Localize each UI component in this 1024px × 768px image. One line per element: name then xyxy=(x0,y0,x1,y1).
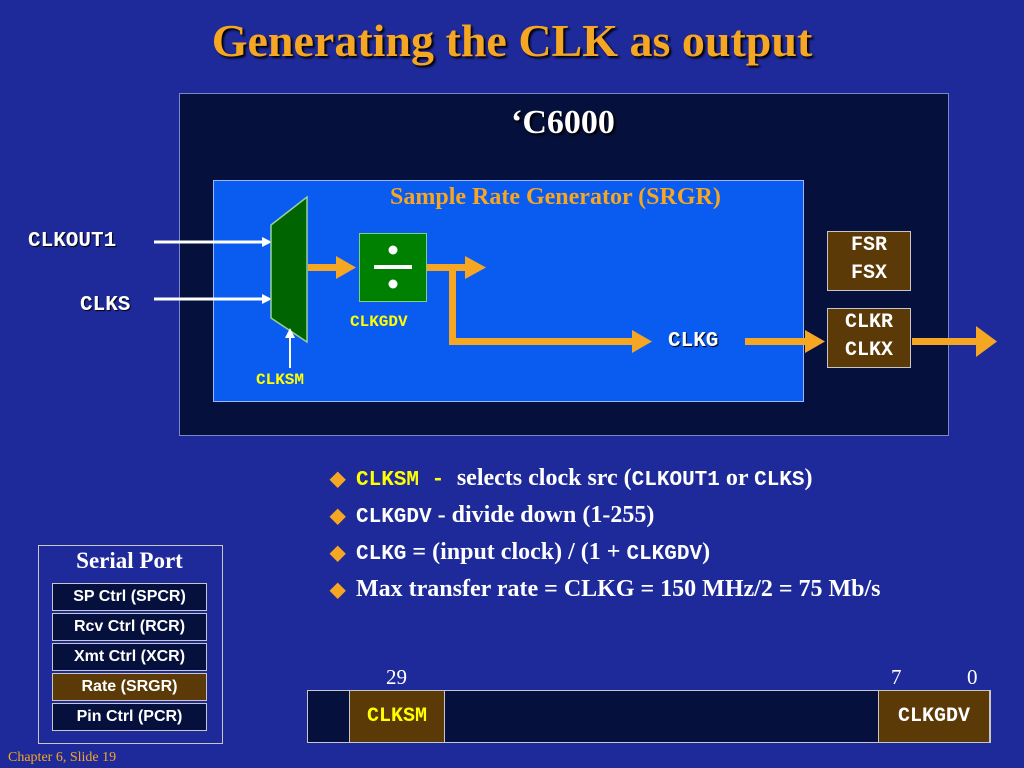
serial-port-panel xyxy=(38,545,223,744)
bullet-text: selects clock src ( xyxy=(456,465,632,491)
bullet-text: or xyxy=(719,465,755,491)
diamond-bullet-icon: ◆ xyxy=(330,579,346,601)
bit-number-29: 29 xyxy=(386,665,407,689)
clkout1-arrow xyxy=(154,237,272,247)
bullet-term: CLKG xyxy=(356,543,407,566)
clkgdv-label: CLKGDV xyxy=(350,313,408,331)
sp-item-pcr: Pin Ctrl (PCR) xyxy=(52,703,207,731)
bullet-term: CLKOUT1 xyxy=(631,469,720,492)
mux-to-divider-arrow xyxy=(308,256,356,279)
bullet-text: = (input clock) / (1 + xyxy=(406,539,627,565)
bullet-list: ◆ CLKSM - selects clock src (CLKOUT1 or C… xyxy=(330,463,881,611)
bullet-text: - divide down (1-255) xyxy=(431,502,655,528)
srgr-label: Sample Rate Generator (SRGR) xyxy=(390,184,721,210)
divide-icon xyxy=(374,245,412,289)
clksm-label: CLKSM xyxy=(256,371,305,389)
sp-item-spcr: SP Ctrl (SPCR) xyxy=(52,583,207,611)
serial-port-title: Serial Port xyxy=(76,548,183,573)
slide-footer: Chapter 6, Slide 19 xyxy=(8,750,117,765)
divider-out-arrow xyxy=(427,256,652,353)
processor-label: ‘C6000 xyxy=(511,104,615,141)
bullet-text: ) xyxy=(804,465,813,491)
bullet-term: CLKGDV xyxy=(356,506,432,529)
clkx-label: CLKX xyxy=(844,339,893,362)
bullet-max-rate: ◆ Max transfer rate = CLKG = 150 MHz/2 = … xyxy=(330,574,881,611)
bullet-clkg: ◆ CLKG = (input clock) / (1 + CLKGDV) xyxy=(330,537,881,574)
diamond-bullet-icon: ◆ xyxy=(330,468,346,490)
clkr-clkx-register: CLKR CLKX xyxy=(827,308,911,368)
bullet-term: CLKSM xyxy=(356,469,420,492)
fsr-fsx-register: FSR FSX xyxy=(827,231,911,291)
sp-item-srgr: Rate (SRGR) xyxy=(52,673,207,701)
bit-number-0: 0 xyxy=(967,665,978,689)
diamond-bullet-icon: ◆ xyxy=(330,505,346,527)
bullet-dash: - xyxy=(419,469,457,492)
clksm-select-arrow xyxy=(285,328,295,368)
bitfield-clkgdv: CLKGDV xyxy=(878,690,990,743)
fsx-label: FSX xyxy=(850,262,887,285)
clkout1-label: CLKOUT1 xyxy=(28,230,117,253)
bit-number-7: 7 xyxy=(891,665,902,689)
slide-title: Generating the CLK as output xyxy=(211,15,813,66)
register-out-arrow xyxy=(912,326,997,357)
clock-divider xyxy=(359,233,427,302)
clock-mux xyxy=(270,195,308,344)
bullet-text: ) xyxy=(702,539,711,565)
diamond-bullet-icon: ◆ xyxy=(330,542,346,564)
bullet-clksm: ◆ CLKSM - selects clock src (CLKOUT1 or C… xyxy=(330,463,881,500)
bullet-term: CLKS xyxy=(754,469,805,492)
clks-arrow xyxy=(154,294,272,304)
bullet-clkgdv: ◆ CLKGDV - divide down (1-255) xyxy=(330,500,881,537)
bitfield-clksm: CLKSM xyxy=(349,690,445,743)
bullet-term: CLKGDV xyxy=(626,543,703,566)
fsr-label: FSR xyxy=(850,234,887,257)
clkr-label: CLKR xyxy=(844,311,893,334)
clkg-to-register-arrow xyxy=(745,330,825,353)
clkg-label: CLKG xyxy=(668,330,719,353)
bullet-text: Max transfer rate = CLKG = 150 MHz/2 = 7… xyxy=(356,576,881,602)
sp-item-xcr: Xmt Ctrl (XCR) xyxy=(52,643,207,671)
sp-item-rcr: Rcv Ctrl (RCR) xyxy=(52,613,207,641)
srgr-box xyxy=(213,180,804,402)
clks-label: CLKS xyxy=(80,294,131,317)
